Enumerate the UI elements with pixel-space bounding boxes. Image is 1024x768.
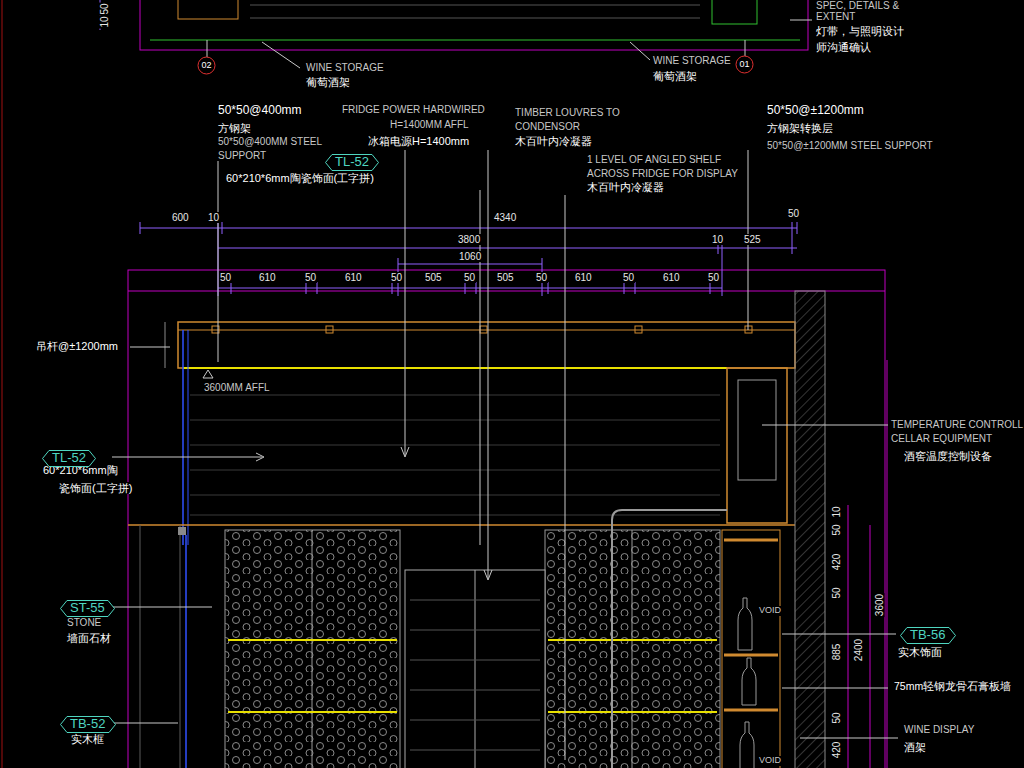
dimension-text: 420: [831, 741, 842, 760]
outline-shape: [736, 56, 753, 73]
dimension-text: 3600: [874, 593, 885, 617]
dimension-text: 885: [831, 643, 842, 662]
annotation-text: 50: [535, 272, 548, 283]
annotation-text: 50: [707, 272, 720, 283]
annotation-text: 610: [662, 272, 681, 283]
annotation-text: 墙面石材: [66, 632, 112, 644]
annotation-text: TIMBER LOUVRES TO: [514, 107, 621, 118]
annotation-text: 葡萄酒架: [305, 76, 351, 88]
annotation-text: 610: [258, 272, 277, 283]
material-tag: TL-52: [325, 154, 379, 170]
material-tag: TB-52: [60, 716, 115, 732]
annotation-text: 50*50@400MM STEEL: [217, 136, 323, 147]
annotation-text: WINE DISPLAY: [903, 724, 975, 735]
annotation-text: FRIDGE POWER HARDWIRED: [341, 104, 486, 115]
annotation-text: 师沟通确认: [815, 41, 872, 53]
outline-shape: [43, 451, 96, 467]
annotation-text: 3600MM AFFL: [203, 382, 271, 393]
annotation-text: 木百叶内冷凝器: [514, 135, 593, 147]
annotation-text: 1060: [458, 251, 482, 262]
annotation-text: 50: [787, 208, 800, 219]
annotation-text: 10: [711, 234, 724, 245]
annotation-text: CONDENSOR: [514, 121, 581, 132]
material-tag: TL-52: [42, 450, 96, 466]
annotation-text: CELLAR EQUIPMENT: [890, 433, 993, 444]
annotation-text: VOID: [758, 756, 782, 766]
annotation-text: 50: [304, 272, 317, 283]
annotation-text: 灯带，与照明设计: [815, 25, 905, 37]
dimension-text: 50: [99, 2, 110, 15]
dimension-text: 50: [831, 711, 842, 724]
outline-shape: [326, 155, 379, 171]
dimension-text: 10: [99, 15, 110, 28]
annotation-text: 610: [344, 272, 363, 283]
annotation-text: 3800: [457, 234, 481, 245]
annotation-text: EXTENT: [815, 11, 856, 22]
annotation-text: 4340: [493, 212, 517, 223]
annotation-text: 实木框: [70, 733, 105, 745]
tag-text: TB-56: [910, 628, 945, 642]
annotation-text: 方钢架转换层: [766, 122, 834, 134]
annotation-text: 50: [219, 272, 232, 283]
outline-shape: [61, 717, 116, 733]
annotation-text: 600: [171, 212, 190, 223]
annotation-text: 方钢架: [217, 122, 252, 134]
annotation-text: 50: [390, 272, 403, 283]
annotation-text: 505: [424, 272, 443, 283]
annotation-text: 50: [463, 272, 476, 283]
dimension-text: 50: [831, 523, 842, 536]
annotation-text: 10: [207, 212, 220, 223]
tag-text: ST-55: [70, 601, 105, 615]
annotation-text: 50*50@±1200mm: [766, 104, 865, 117]
annotation-text: 酒窖温度控制设备: [903, 450, 993, 462]
annotation-text: SPEC, DETAILS &: [815, 0, 900, 11]
annotation-text: 实木饰面: [897, 646, 943, 658]
annotation-text: 50*50@400mm: [217, 104, 303, 117]
material-tag: TB-56: [900, 627, 955, 643]
annotation-text: H=1400MM AFFL: [389, 119, 470, 130]
annotation-text: 60*210*6mm陶瓷饰面(工字拼): [225, 172, 375, 184]
tag-text: TB-52: [70, 717, 105, 731]
annotation-text: 610: [574, 272, 593, 283]
annotation-text: WINE STORAGE: [652, 55, 732, 66]
annotation-text: 冰箱电源H=1400mm: [367, 135, 470, 147]
annotation-text: 1 LEVEL OF ANGLED SHELF: [586, 154, 722, 165]
annotation-text: 酒架: [903, 741, 927, 753]
material-tag: ST-55: [60, 600, 115, 616]
annotation-text: 50: [622, 272, 635, 283]
annotation-text: WINE STORAGE: [305, 62, 385, 73]
annotation-text: 525: [743, 234, 762, 245]
tag-text: TL-52: [335, 155, 369, 169]
annotation-text: SUPPORT: [217, 150, 267, 161]
tag-text: 01: [739, 60, 750, 70]
outline-shape: [61, 601, 115, 617]
section-marker: 01: [735, 55, 754, 74]
annotation-text: TEMPERATURE CONTROLL: [890, 419, 1024, 430]
dimension-text: 420: [831, 553, 842, 572]
outline-shape: [198, 57, 215, 74]
dimension-text: 50: [831, 586, 842, 599]
tag-text: 02: [201, 61, 212, 71]
annotation-text: 木百叶内冷凝器: [586, 181, 665, 193]
section-marker: 02: [197, 56, 216, 75]
annotation-text: 75mm轻钢龙骨石膏板墙: [893, 681, 1012, 693]
annotation-text: VOID: [758, 606, 782, 616]
dimension-text: 10: [831, 505, 842, 518]
annotation-text: STONE: [66, 617, 102, 628]
annotation-text: 瓷饰面(工字拼): [58, 482, 133, 494]
annotation-text: 吊杆@±1200mm: [35, 340, 119, 352]
annotation-text: 505: [496, 272, 515, 283]
outline-shape: [901, 628, 956, 644]
annotation-text: 50*50@±1200MM STEEL SUPPORT: [766, 140, 934, 151]
annotation-text: ACROSS FRIDGE FOR DISPLAY: [586, 168, 739, 179]
annotation-text: 葡萄酒架: [652, 70, 698, 82]
dimension-text: 2400: [853, 638, 864, 662]
tag-text: TL-52: [52, 451, 86, 465]
